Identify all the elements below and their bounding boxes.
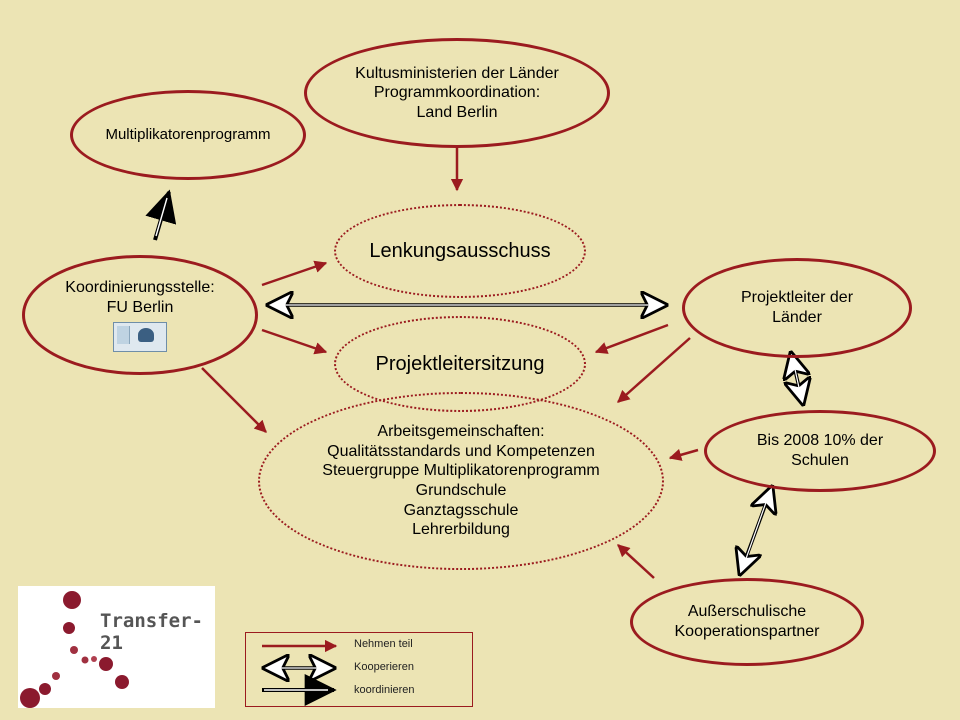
node-projektleiter-line-2: Länder xyxy=(772,309,822,326)
arrow-ausserschulisch-to-arbeitsgemeinschaften xyxy=(617,544,655,579)
node-arbeitsgemeinschaften-heading: Arbeitsgemeinschaften: xyxy=(377,423,545,441)
node-schulen-line-1: Bis 2008 10% der xyxy=(756,432,884,450)
arrow-projektleiter-to-arbeitsgemeinschaften xyxy=(617,337,691,403)
node-multiplikatorenprogramm: Multiplikatorenprogramm xyxy=(70,90,306,180)
node-arbeitsgemeinschaften-item: Ganztagsschule xyxy=(403,501,519,519)
legend-label-nehmen-teil: Nehmen teil xyxy=(354,638,413,650)
node-ausserschulisch-line-2: Kooperationspartner xyxy=(674,623,820,640)
node-kultusministerien: Kultusministerien der Länder Programmkoo… xyxy=(304,38,610,148)
node-projektleiter-der-laender: Projektleiter der Länder xyxy=(682,258,912,358)
transfer-21-dots-icon xyxy=(20,591,129,708)
node-kultusministerien-line-3: Land Berlin xyxy=(416,103,498,121)
node-arbeitsgemeinschaften: Arbeitsgemeinschaften: Qualitätsstandard… xyxy=(258,392,664,570)
node-schulen-line-2: Schulen xyxy=(791,452,849,469)
node-ausserschulische-kooperationspartner: Außerschulische Kooperationspartner xyxy=(630,578,864,666)
arrow-schulen-ausserschulisch-cooperate-inner xyxy=(742,493,770,568)
node-arbeitsgemeinschaften-item: Qualitätsstandards und Kompetenzen xyxy=(327,442,595,460)
node-ausserschulisch-line-1: Außerschulische xyxy=(687,603,807,621)
node-multiplikatorenprogramm-label: Multiplikatorenprogramm xyxy=(105,125,271,143)
node-lenkungsausschuss: Lenkungsausschuss xyxy=(334,204,586,298)
arrow-projektleiter-schulen-cooperate-inner xyxy=(792,359,802,398)
transfer-21-logo: Transfer-21 xyxy=(18,586,215,708)
node-kultusministerien-line-2: Programmkoordination: xyxy=(373,84,541,102)
node-arbeitsgemeinschaften-item: Steuergruppe Multiplikatorenprogramm xyxy=(322,462,600,480)
node-lenkungsausschuss-label: Lenkungsausschuss xyxy=(369,239,551,262)
legend-label-koordinieren: koordinieren xyxy=(354,684,415,696)
arrow-projektleiter-to-projektleitersitzung xyxy=(594,323,669,354)
node-bis-2008-schulen: Bis 2008 10% der Schulen xyxy=(704,410,936,492)
legend-box: Nehmen teil Kooperieren koordinieren xyxy=(245,632,473,707)
node-arbeitsgemeinschaften-item: Grundschule xyxy=(415,482,507,499)
arrow-koordinierung-to-multiplikator-inner xyxy=(155,197,168,237)
node-koordinierungsstelle: Koordinierungsstelle: FU Berlin xyxy=(22,255,258,375)
arrow-koordinierung-to-arbeitsgemeinschaften xyxy=(201,367,267,433)
node-koordinierungsstelle-line-1: Koordinierungsstelle: xyxy=(65,279,215,297)
node-koordinierungsstelle-line-2: FU Berlin xyxy=(106,299,174,316)
arrow-schulen-to-arbeitsgemeinschaften xyxy=(668,448,699,461)
node-kultusministerien-line-1: Kultusministerien der Länder xyxy=(355,64,559,82)
arrow-koordinierung-to-projektleitersitzung xyxy=(261,328,328,355)
legend-label-kooperieren: Kooperieren xyxy=(354,661,414,673)
transfer-21-logo-text: Transfer-21 xyxy=(100,610,203,654)
arrow-koordinierung-to-lenkung xyxy=(261,260,328,287)
fu-berlin-logo-icon xyxy=(113,321,167,352)
node-projektleiter-line-1: Projektleiter der xyxy=(740,289,854,307)
node-arbeitsgemeinschaften-item: Lehrerbildung xyxy=(412,521,510,539)
node-projektleitersitzung-label: Projektleitersitzung xyxy=(375,352,545,375)
